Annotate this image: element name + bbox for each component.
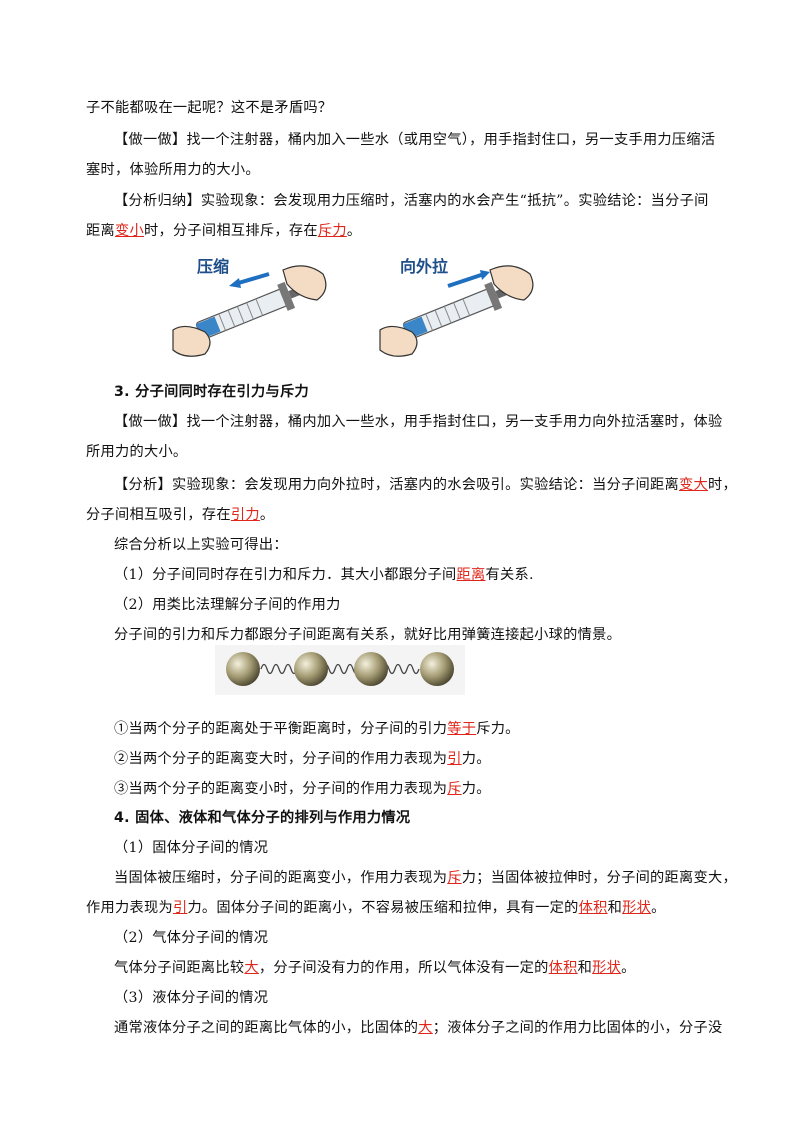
answer-blank: 引 <box>447 751 462 767</box>
paragraph-line: 塞时，体验所用力的大小。 <box>86 162 260 178</box>
syringe-pull-figure: 向外拉 <box>379 257 534 357</box>
paragraph-line: 气体分子间距离比较大，分子间没有力的作用，所以气体没有一定的体积和形状。 <box>114 960 636 976</box>
answer-blank: 形状 <box>622 900 652 916</box>
syringe-label-compress: 压缩 <box>197 257 229 276</box>
balls-springs-figure <box>215 645 465 695</box>
paragraph-line: ②当两个分子的距离变大时，分子间的作用力表现为引力。 <box>114 751 491 767</box>
answer-blank: 距离 <box>456 567 486 583</box>
paragraph-line: （2）用类比法理解分子间的作用力 <box>114 597 341 613</box>
arrow-head-icon <box>480 270 490 280</box>
paragraph-line: 作用力表现为引力。固体分子间的距离小，不容易被压缩和拉伸，具有一定的体积和形状。 <box>86 900 666 916</box>
paragraph-line: 分子间相互吸引，存在引力。 <box>86 507 275 523</box>
paragraph-line: （1）分子间同时存在引力和斥力．其大小都跟分子间距离有关系. <box>114 567 534 583</box>
arrow-head-icon <box>229 278 241 288</box>
answer-blank: 引 <box>172 900 188 916</box>
hand-icon <box>489 265 534 301</box>
answer-blank: 体积 <box>578 900 608 916</box>
answer-blank: 变大 <box>679 477 708 493</box>
answer-blank: 斥 <box>447 870 462 886</box>
answer-blank: 变小 <box>114 223 144 239</box>
hand-icon <box>379 325 418 357</box>
syringe-compress-figure: 压缩 <box>172 257 327 357</box>
paragraph-line: （2）气体分子间的情况 <box>114 930 269 946</box>
answer-blank: 体积 <box>548 960 578 976</box>
answer-blank: 斥力 <box>317 223 347 239</box>
paragraph-line: 子不能都吸在一起呢？这不是矛盾吗？ <box>86 100 333 116</box>
section-heading-4: 4. 固体、液体和气体分子的排列与作用力情况 <box>114 810 411 826</box>
section-heading-3: 3. 分子间同时存在引力与斥力 <box>114 384 309 400</box>
paragraph-line: ①当两个分子的距离处于平衡距离时，分子间的引力等于斥力。 <box>114 721 520 737</box>
arrow-icon <box>447 272 485 288</box>
paragraph-line: 距离变小时，分子间相互排斥，存在斥力。 <box>86 223 362 239</box>
paragraph-line: 当固体被压缩时，分子间的距离变小，作用力表现为斥力；当固体被拉伸时，分子间的距离… <box>114 870 737 886</box>
paragraph-line: 【分析归纳】实验现象：会发现用力压缩时，活塞内的水会产生“抵抗”。实验结论：当分… <box>114 193 709 209</box>
paragraph-line: 通常液体分子之间的距离比气体的小，比固体的大；液体分子之间的作用力比固体的小，分… <box>114 1020 723 1036</box>
paragraph-line: 分子间的引力和斥力都跟分子间距离有关系，就好比用弹簧连接起小球的情景。 <box>114 627 622 643</box>
paragraph-line: ③当两个分子的距离变小时，分子间的作用力表现为斥力。 <box>114 781 491 797</box>
molecule-ball-icon <box>226 652 454 686</box>
answer-blank: 大 <box>244 960 259 976</box>
paragraph-line: （3）液体分子间的情况 <box>114 990 269 1006</box>
answer-blank: 等于 <box>447 721 477 737</box>
answer-blank: 斥 <box>447 781 462 797</box>
paragraph-line: 【做一做】找一个注射器，桶内加入一些水（或用空气），用手指封住口，另一支手用力压… <box>114 132 716 148</box>
paragraph-line: 综合分析以上实验可得出： <box>114 537 288 553</box>
hand-icon <box>282 265 327 301</box>
answer-blank: 大 <box>418 1020 433 1036</box>
paragraph-line: （1）固体分子间的情况 <box>114 840 269 856</box>
arrow-icon <box>234 272 270 286</box>
syringe-label-pull: 向外拉 <box>400 257 448 276</box>
answer-blank: 引力 <box>230 507 260 523</box>
answer-blank: 形状 <box>592 960 622 976</box>
paragraph-line: 【分析】实验现象：会发现用力向外拉时，活塞内的水会吸引。实验结论：当分子间距离变… <box>114 477 737 493</box>
paragraph-line: 【做一做】找一个注射器，桶内加入一些水，用手指封住口，另一支手用力向外拉活塞时，… <box>114 414 723 430</box>
hand-icon <box>172 325 211 357</box>
paragraph-line: 所用力的大小。 <box>86 444 188 460</box>
